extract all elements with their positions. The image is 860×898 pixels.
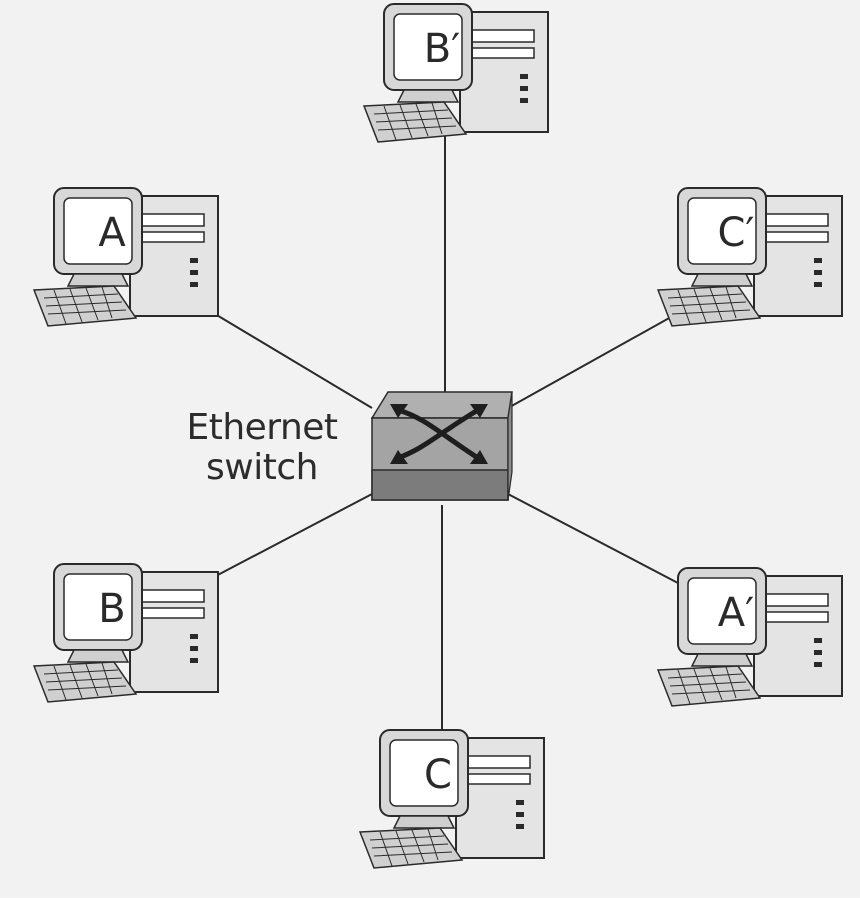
host-b-prime: B′ <box>344 2 564 172</box>
desktop-computer-icon <box>362 3 549 143</box>
host-b: B <box>14 562 234 732</box>
desktop-computer-icon <box>32 187 219 327</box>
desktop-computer-icon <box>656 187 843 327</box>
ethernet-switch <box>370 391 513 501</box>
desktop-computer-icon <box>656 567 843 707</box>
host-c: C <box>340 728 560 898</box>
host-label-a-prime: A′ <box>717 590 755 636</box>
crossed-arrows-switch-icon <box>395 407 481 461</box>
desktop-computer-icon <box>32 563 219 703</box>
switch-label-line2: switch <box>206 447 318 488</box>
host-label-b: B <box>98 586 126 632</box>
link-a <box>199 304 373 409</box>
host-a: A <box>14 186 234 356</box>
host-label-c-prime: C′ <box>717 210 755 256</box>
host-label-b-prime: B′ <box>423 26 461 72</box>
link-b <box>211 493 373 579</box>
switch-label-line1: Ethernet <box>186 407 338 448</box>
host-a-prime: A′ <box>638 566 858 736</box>
switch-label: Ethernet switch <box>172 408 352 488</box>
host-label-c: C <box>424 752 452 798</box>
host-label-a: A <box>98 210 126 256</box>
desktop-computer-icon <box>358 729 545 869</box>
host-c-prime: C′ <box>638 186 858 356</box>
